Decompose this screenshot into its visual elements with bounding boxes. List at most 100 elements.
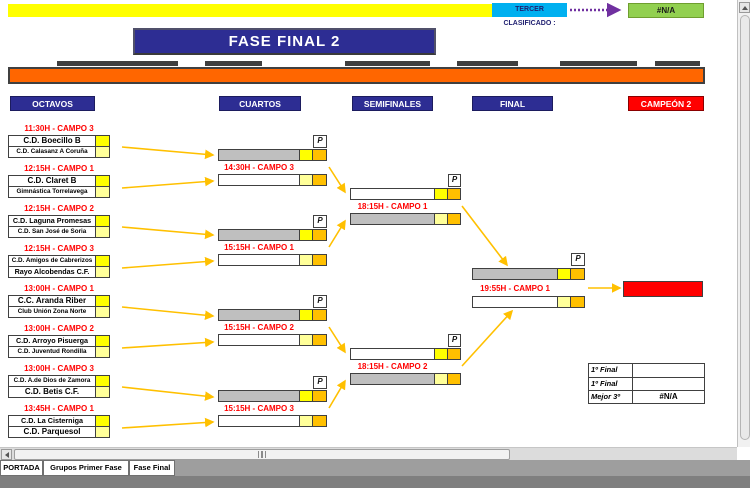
cuartos-match-3: P 15:15H - CAMPO 2 — [218, 295, 327, 347]
score-cell[interactable] — [299, 391, 312, 401]
row-value[interactable] — [633, 378, 704, 390]
divider-segment — [57, 61, 178, 66]
team-slot[interactable] — [219, 391, 299, 401]
score-cell[interactable] — [434, 189, 447, 199]
score-cell[interactable] — [434, 349, 447, 359]
scroll-left-button[interactable] — [1, 449, 12, 460]
team-slot[interactable] — [473, 297, 557, 307]
score-cell[interactable] — [557, 269, 570, 279]
score-cell[interactable] — [95, 147, 109, 157]
team-name[interactable]: C.D. Calasanz A Coruña — [16, 148, 88, 155]
team-slot[interactable] — [351, 214, 434, 224]
team-name[interactable]: C.D. A.de Dios de Zamora — [13, 377, 91, 384]
score-cell[interactable] — [95, 216, 109, 226]
penalty-cell[interactable] — [312, 175, 326, 185]
penalty-cell[interactable] — [447, 214, 460, 224]
tab-portada[interactable]: PORTADA — [0, 460, 43, 476]
team-name[interactable]: C.D. Boecillo B — [23, 136, 81, 145]
row-value[interactable] — [633, 364, 704, 377]
match-time: 14:30H - CAMPO 3 — [224, 163, 294, 172]
team-slot[interactable] — [219, 335, 299, 345]
score-cell[interactable] — [299, 310, 312, 320]
score-cell[interactable] — [299, 335, 312, 345]
score-cell[interactable] — [95, 336, 109, 346]
horizontal-scroll-thumb[interactable] — [14, 449, 510, 460]
champion-slot[interactable] — [623, 281, 703, 297]
score-cell[interactable] — [95, 187, 109, 197]
team-slot[interactable] — [351, 374, 434, 384]
score-cell[interactable] — [95, 256, 109, 266]
score-cell[interactable] — [299, 150, 312, 160]
octavos-match-5: 13:00H - CAMPO 1 C.C. Aranda Riber Club … — [8, 284, 110, 318]
team-slot[interactable] — [219, 255, 299, 265]
penalty-cell[interactable] — [312, 230, 326, 240]
tercer-clasificado-value[interactable]: #N/A — [628, 3, 704, 18]
team-name[interactable]: C.D. San José de Soria — [17, 228, 87, 235]
team-name[interactable]: C.D. La Cisterniga — [21, 416, 83, 425]
divider-segment — [457, 61, 518, 66]
team-slot[interactable] — [473, 269, 557, 279]
penalty-cell[interactable] — [570, 269, 584, 279]
penalty-cell[interactable] — [312, 150, 326, 160]
score-cell[interactable] — [299, 255, 312, 265]
score-cell[interactable] — [95, 376, 109, 386]
tab-grupos-primer-fase[interactable]: Grupos Primer Fase — [43, 460, 129, 476]
vertical-scroll-thumb[interactable] — [739, 15, 750, 440]
penalty-cell[interactable] — [312, 391, 326, 401]
team-name[interactable]: C.D. Laguna Promesas — [12, 216, 92, 225]
score-cell[interactable] — [95, 427, 109, 437]
team-slot[interactable] — [219, 416, 299, 426]
team-name[interactable]: C.D. Arroyo Pisuerga — [15, 336, 89, 345]
score-cell[interactable] — [95, 176, 109, 186]
score-cell[interactable] — [95, 307, 109, 317]
score-cell[interactable] — [557, 297, 570, 307]
team-name[interactable]: Club Unión Zona Norte — [17, 308, 87, 315]
score-cell[interactable] — [299, 416, 312, 426]
score-cell[interactable] — [95, 267, 109, 277]
team-slot[interactable] — [219, 310, 299, 320]
penalty-cell[interactable] — [312, 310, 326, 320]
team-name[interactable]: Rayo Alcobendas C.F. — [14, 267, 90, 276]
team-name[interactable]: C.D. Parquesol — [23, 427, 81, 436]
penalty-cell[interactable] — [447, 374, 460, 384]
team-slot[interactable] — [219, 150, 299, 160]
tab-fase-final[interactable]: Fase Final — [129, 460, 175, 476]
scroll-up-button[interactable] — [739, 2, 750, 13]
vertical-scrollbar[interactable] — [737, 0, 750, 447]
score-cell[interactable] — [434, 374, 447, 384]
match-time: 15:15H - CAMPO 3 — [224, 404, 294, 413]
team-name[interactable]: C.D. Amigos de Cabrerizos — [11, 257, 93, 264]
penalty-cell[interactable] — [447, 349, 460, 359]
penalty-cell[interactable] — [447, 189, 460, 199]
team-name[interactable]: C.C. Aranda Riber — [17, 296, 87, 305]
team-slot[interactable] — [351, 189, 434, 199]
octavos-match-3: 12:15H - CAMPO 2 C.D. Laguna Promesas C.… — [8, 204, 110, 238]
score-cell[interactable] — [299, 175, 312, 185]
penalty-cell[interactable] — [312, 255, 326, 265]
team-name[interactable]: Gimnástica Torrelavega — [16, 188, 88, 195]
penalty-cell[interactable] — [312, 416, 326, 426]
score-cell[interactable] — [434, 214, 447, 224]
semifinal-match-1: P 18:15H - CAMPO 1 — [350, 174, 461, 226]
third-place-table: 1º Final 1º Final Mejor 3º #N/A — [588, 363, 705, 404]
score-cell[interactable] — [95, 387, 109, 397]
team-slot[interactable] — [351, 349, 434, 359]
score-cell[interactable] — [95, 136, 109, 146]
score-cell[interactable] — [95, 296, 109, 306]
score-cell[interactable] — [95, 347, 109, 357]
header-octavos: OCTAVOS — [10, 96, 95, 111]
score-cell[interactable] — [95, 227, 109, 237]
score-cell[interactable] — [299, 230, 312, 240]
sheet-tab-bar: PORTADA Grupos Primer Fase Fase Final — [0, 460, 750, 476]
team-slot[interactable] — [219, 175, 299, 185]
team-name[interactable]: C.D. Juventud Rondilla — [17, 348, 87, 355]
horizontal-scrollbar[interactable] — [0, 447, 737, 460]
penalty-cell[interactable] — [570, 297, 584, 307]
score-cell[interactable] — [95, 416, 109, 426]
octavos-match-4: 12:15H - CAMPO 3 C.D. Amigos de Cabreriz… — [8, 244, 110, 278]
team-name[interactable]: C.D. Claret B — [27, 176, 77, 185]
penalty-cell[interactable] — [312, 335, 326, 345]
row-value[interactable]: #N/A — [659, 392, 678, 401]
team-slot[interactable] — [219, 230, 299, 240]
team-name[interactable]: C.D. Betis C.F. — [24, 387, 80, 396]
